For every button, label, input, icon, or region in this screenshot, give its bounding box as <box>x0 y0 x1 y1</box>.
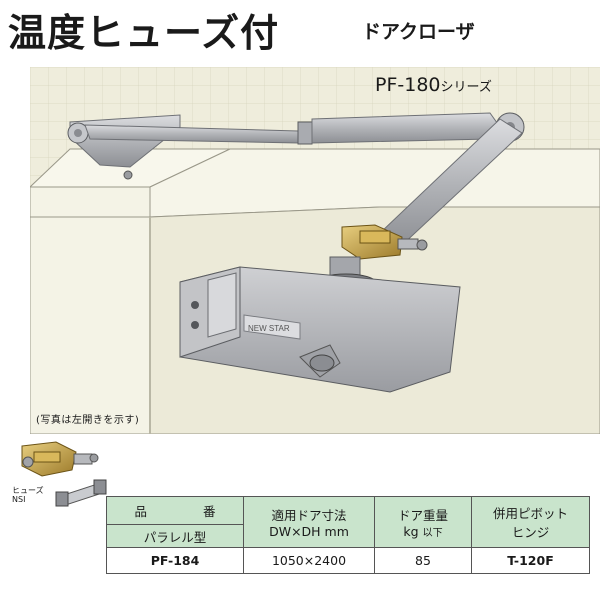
body-logo: NEW STAR <box>248 324 290 333</box>
series-suffix: シリーズ <box>440 80 492 95</box>
header-door-weight-line1: ドア重量 <box>397 508 448 523</box>
header-model-a: 品 <box>134 504 147 519</box>
series-label: PF-180シリーズ <box>375 74 492 96</box>
series-main: PF-180 <box>375 74 441 96</box>
header-door-weight-max: 以下 <box>422 528 443 539</box>
fuse-label-line2: NSI <box>12 495 26 504</box>
header-type: パラレル型 <box>106 524 244 548</box>
cell-model: PF-184 <box>106 547 244 574</box>
product-photo: NEW STAR <box>30 67 600 434</box>
table-header-row-2: パラレル型 <box>106 524 590 548</box>
spec-table: 品番 適用ドア寸法 DW×DH mm ドア重量 kg 以下 併用ピボット ヒンジ… <box>106 496 590 574</box>
header-pivot-hinge: 併用ピボット ヒンジ <box>471 496 590 548</box>
header-model-b: 番 <box>203 504 216 519</box>
fuse-photo <box>8 436 118 558</box>
header-pivot-hinge-line2: ヒンジ <box>511 525 550 540</box>
page-subtitle: ドアクローザ <box>362 21 475 43</box>
header-pivot-hinge-line1: 併用ピボット <box>492 506 568 521</box>
header-door-size-line2: DW×DH mm <box>269 524 349 539</box>
table-header-row-1: 品番 適用ドア寸法 DW×DH mm ドア重量 kg 以下 併用ピボット ヒンジ <box>106 496 590 548</box>
fuse-label: ヒューズ NSI <box>12 486 44 504</box>
header-door-size-line1: 適用ドア寸法 <box>271 508 347 523</box>
header-door-weight-unit: kg <box>403 524 419 539</box>
page-title: 温度ヒューズ付 <box>8 11 280 55</box>
fuse-label-line1: ヒューズ <box>12 486 44 495</box>
header-model: 品番 <box>106 496 244 525</box>
cell-door-weight: 85 <box>374 547 472 574</box>
header-door-weight: ドア重量 kg 以下 <box>374 496 472 548</box>
cell-pivot-hinge: T-120F <box>471 547 590 574</box>
fuse-illustration <box>21 441 107 507</box>
header-door-size: 適用ドア寸法 DW×DH mm <box>243 496 375 548</box>
door-closer-illustration: NEW STAR <box>30 67 600 434</box>
table-row: PF-184 1050×2400 85 T-120F <box>106 547 590 574</box>
cell-door-size: 1050×2400 <box>243 547 375 574</box>
photo-note: (写真は左開きを示す) <box>36 415 140 426</box>
